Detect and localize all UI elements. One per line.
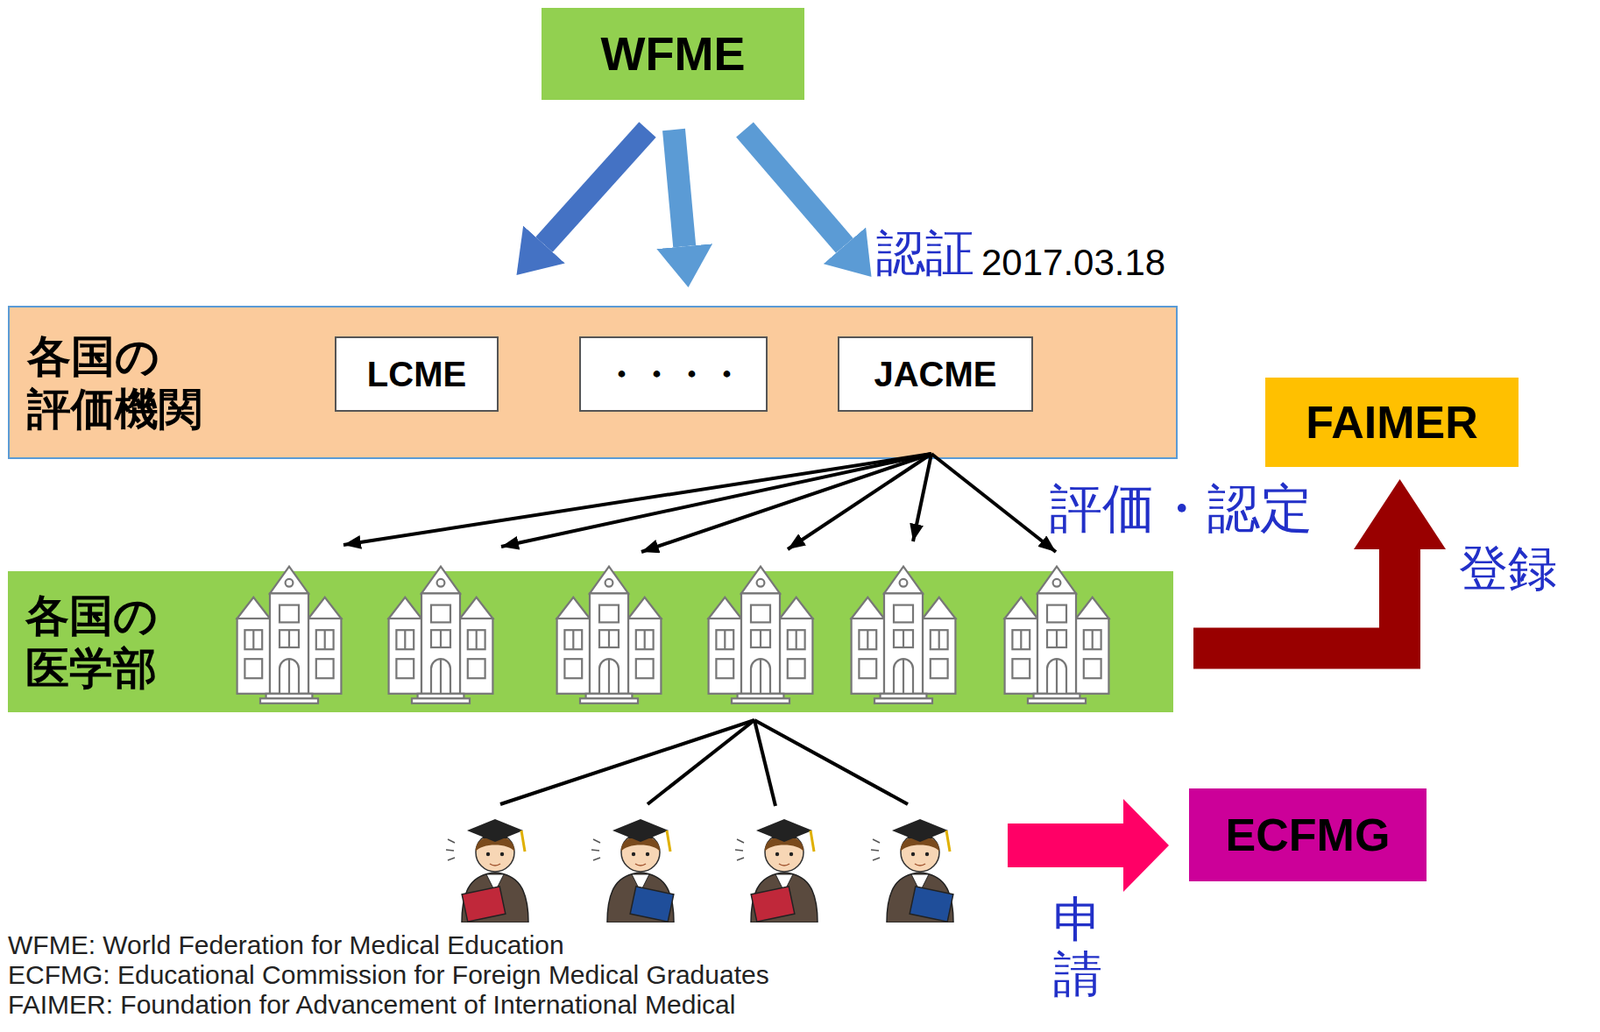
footnote: WFME: World Federation for Medical Educa…	[7, 930, 565, 961]
connector-arrow	[673, 129, 685, 247]
edge-label-box: 登録	[1458, 538, 1558, 598]
node-label: FAIMER	[1305, 395, 1478, 450]
leader-line	[754, 720, 776, 807]
node-label: WFME	[601, 25, 746, 83]
org-box: WFME	[541, 7, 805, 100]
label-box: WFME: World Federation for Medical Educa…	[7, 930, 565, 961]
edge-label-box: 認証	[876, 223, 975, 283]
accreditation-arrows	[343, 453, 1056, 553]
diploma-book	[750, 886, 795, 922]
agency-box: JACME	[837, 336, 1034, 412]
diploma-book	[461, 886, 506, 922]
node-label: ECFMG	[1225, 807, 1391, 863]
agency-box: LCME	[334, 336, 499, 412]
graduate-icon	[870, 819, 954, 923]
footnote: ECFMG: Educational Commission for Foreig…	[7, 960, 770, 991]
building-icon	[237, 566, 342, 704]
connector-arrow	[1193, 549, 1401, 649]
leader-arrow	[931, 453, 1056, 553]
edge-label: 登録	[1458, 538, 1558, 598]
graduate-figure	[870, 819, 954, 923]
leader-arrow	[787, 453, 932, 550]
node-label: ・・・・	[603, 353, 744, 396]
node-label: 各国の 評価機関	[27, 330, 206, 436]
building-icon	[1005, 566, 1110, 704]
connector-arrow	[544, 129, 648, 245]
leader-arrow	[501, 453, 932, 547]
label-box: 評価・認定	[1049, 477, 1313, 541]
org-box: ECFMG	[1189, 788, 1427, 882]
graduate-icon	[591, 819, 674, 923]
node-label: 各国の 医学部	[25, 589, 204, 695]
building-icon	[708, 566, 814, 704]
diploma-book	[909, 886, 954, 922]
leader-line	[754, 720, 908, 805]
label-box: 申請	[1053, 892, 1103, 1001]
leader-line	[647, 720, 755, 805]
connector-arrow	[744, 129, 845, 246]
graduate-lines	[500, 720, 908, 807]
date-label: 2017.03.18	[981, 240, 1166, 285]
node-label: LCME	[367, 353, 467, 396]
graduate-figure	[591, 819, 674, 923]
annotation-label: 評価・認定	[1049, 477, 1313, 541]
label-box: FAIMER: Foundation for Advancement of In…	[7, 990, 736, 1020]
leader-arrow	[343, 453, 932, 546]
graduate-figure	[735, 819, 818, 923]
org-box: FAIMER	[1265, 377, 1519, 468]
band-panel: 各国の 評価機関 LCME ・・・・ JACME	[7, 305, 1178, 460]
label-box: 2017.03.18	[981, 240, 1166, 285]
leader-line	[500, 720, 755, 805]
graduate-icon	[446, 819, 529, 923]
footnote: FAIMER: Foundation for Advancement of In…	[7, 990, 736, 1020]
leader-arrow	[913, 453, 932, 542]
building-icon	[851, 566, 956, 704]
diploma-book	[630, 886, 674, 922]
application-arrow	[1007, 799, 1169, 893]
building-icon	[389, 566, 494, 704]
annotation-label: 申請	[1053, 892, 1103, 1001]
graduate-figure	[446, 819, 529, 923]
graduate-icon	[735, 819, 818, 923]
node-label: JACME	[873, 353, 997, 396]
edge-label: 認証	[876, 223, 975, 283]
agency-box: ・・・・	[579, 336, 768, 412]
leader-arrow	[641, 453, 932, 553]
label-box: ECFMG: Educational Commission for Foreig…	[7, 960, 770, 991]
building-icon	[557, 566, 662, 704]
